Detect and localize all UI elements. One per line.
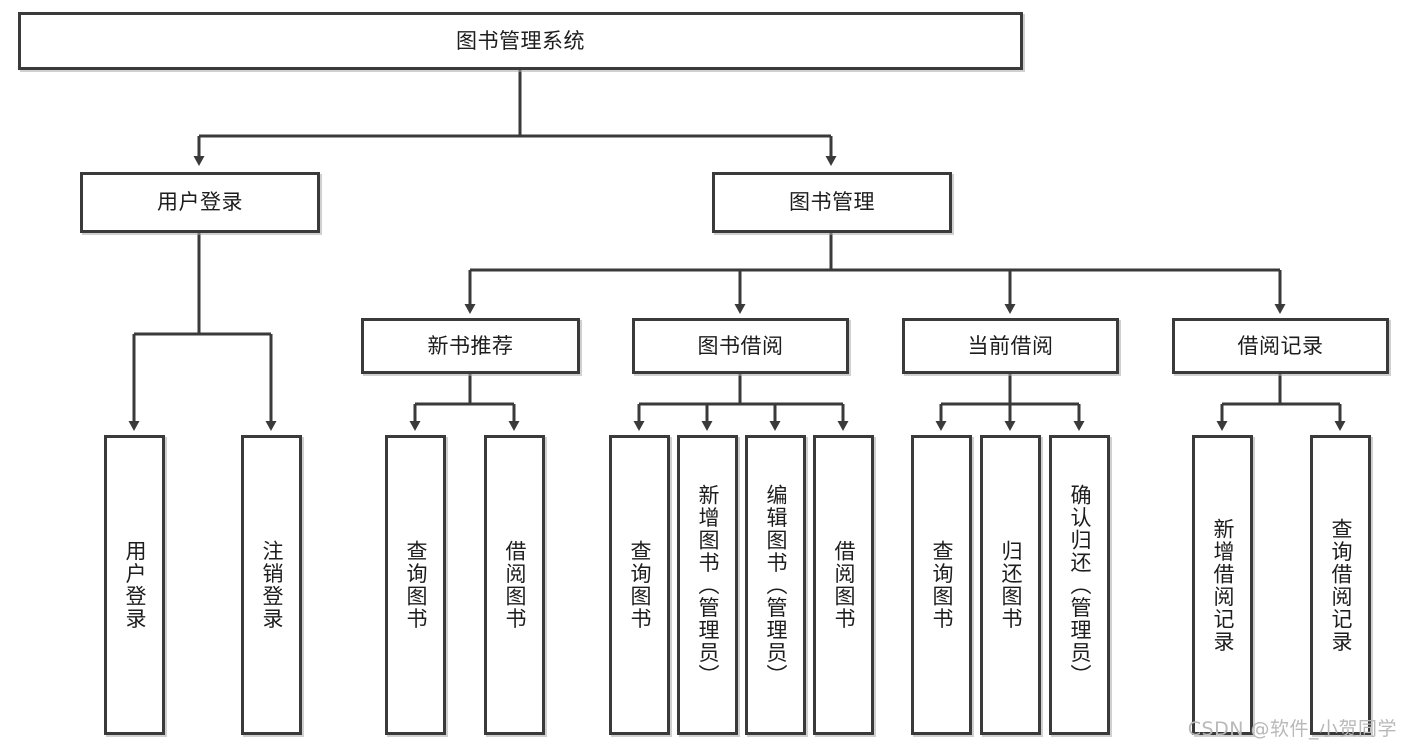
node-current-borrow[interactable]: 当前借阅 — [902, 318, 1119, 374]
leaf-user-login-label: 用户登录 — [122, 540, 147, 630]
leaf-borrow-book-a-label: 借阅图书 — [502, 540, 527, 630]
leaf-query-book-c[interactable]: 查询图书 — [911, 435, 972, 735]
node-book-manage[interactable]: 图书管理 — [712, 172, 952, 233]
leaf-query-record-label: 查询借阅记录 — [1328, 517, 1353, 653]
leaf-query-book-b[interactable]: 查询图书 — [609, 435, 670, 735]
node-user-login-label: 用户登录 — [157, 190, 243, 215]
node-book-manage-label: 图书管理 — [789, 190, 875, 215]
node-root[interactable]: 图书管理系统 — [18, 12, 1023, 70]
leaf-confirm-return-label: 确认归还（管理员） — [1067, 483, 1092, 687]
node-new-book-recommend[interactable]: 新书推荐 — [361, 318, 580, 374]
leaf-logout-label: 注销登录 — [259, 540, 284, 630]
node-root-label: 图书管理系统 — [456, 28, 585, 53]
leaf-borrow-book-b-label: 借阅图书 — [831, 540, 856, 630]
leaf-query-book-c-label: 查询图书 — [929, 540, 954, 630]
leaf-add-book-label: 新增图书（管理员） — [695, 483, 720, 687]
leaf-add-record-label: 新增借阅记录 — [1210, 517, 1235, 653]
node-borrow-record-label: 借阅记录 — [1237, 333, 1324, 358]
node-user-login[interactable]: 用户登录 — [80, 172, 320, 233]
node-current-borrow-label: 当前借阅 — [967, 333, 1054, 358]
leaf-return-book-label: 归还图书 — [998, 540, 1023, 630]
leaf-query-book-a[interactable]: 查询图书 — [385, 435, 446, 735]
leaf-borrow-book-a[interactable]: 借阅图书 — [484, 435, 545, 735]
leaf-confirm-return[interactable]: 确认归还（管理员） — [1049, 435, 1110, 735]
watermark: CSDN @软件_小贺同学 — [1187, 718, 1397, 740]
leaf-borrow-book-b[interactable]: 借阅图书 — [813, 435, 874, 735]
leaf-return-book[interactable]: 归还图书 — [980, 435, 1041, 735]
leaf-add-book[interactable]: 新增图书（管理员） — [677, 435, 738, 735]
leaf-edit-book-label: 编辑图书（管理员） — [763, 483, 788, 687]
node-book-borrow[interactable]: 图书借阅 — [632, 318, 849, 374]
leaf-query-book-b-label: 查询图书 — [627, 540, 652, 630]
leaf-query-book-a-label: 查询图书 — [403, 540, 428, 630]
leaf-user-login[interactable]: 用户登录 — [104, 435, 165, 735]
node-book-borrow-label: 图书借阅 — [697, 333, 784, 358]
leaf-add-record[interactable]: 新增借阅记录 — [1192, 435, 1253, 735]
leaf-edit-book[interactable]: 编辑图书（管理员） — [745, 435, 806, 735]
node-new-book-recommend-label: 新书推荐 — [427, 333, 514, 358]
leaf-query-record[interactable]: 查询借阅记录 — [1310, 435, 1371, 735]
leaf-logout[interactable]: 注销登录 — [241, 435, 302, 735]
node-borrow-record[interactable]: 借阅记录 — [1172, 318, 1389, 374]
